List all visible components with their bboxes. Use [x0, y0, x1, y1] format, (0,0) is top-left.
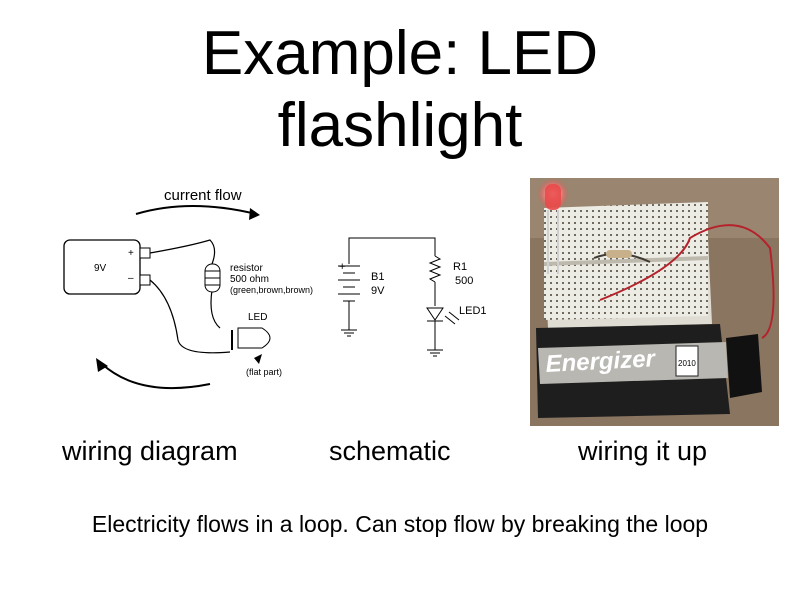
current-flow-arrow-top: [135, 205, 257, 215]
breadboard-channel: [543, 256, 709, 266]
ground-symbol: [341, 329, 357, 337]
arrow-head-top: [249, 208, 260, 220]
led-flat-label: (flat part): [246, 367, 282, 377]
wiring-diagram-caption: wiring diagram: [62, 436, 238, 466]
schematic-battery-name: B1: [371, 271, 384, 283]
resistor-symbol: [428, 255, 442, 283]
schematic-led-name: LED1: [459, 305, 487, 317]
battery-minus-sign: –: [128, 273, 134, 284]
wire-plus-to-resistor: [149, 239, 216, 265]
wire-minus-to-led: [149, 279, 231, 354]
slide-footer-text: Electricity flows in a loop. Can stop fl…: [91, 511, 709, 537]
battery-plus-terminal: [139, 247, 151, 259]
battery-brand: Energizer: [545, 345, 657, 378]
title-line-2: flashlight: [277, 91, 523, 160]
battery-voltage-label: 9V: [94, 263, 107, 274]
led-symbol: [426, 307, 460, 325]
wiring-diagram: current flow 9V + – resistor 500 ohm (gr…: [40, 178, 330, 400]
resistor-colors: (green,brown,brown): [230, 285, 313, 295]
led-label: LED: [248, 312, 267, 323]
slide-title: Example: LED flashlight: [0, 18, 800, 162]
battery-minus-terminal: [139, 274, 151, 286]
breadboard-photo-svg: Energizer 2010: [530, 178, 779, 426]
schematic-svg: + B1 9V R1 500 LED1: [338, 237, 487, 357]
battery-date-sticker: [675, 345, 699, 377]
schematic: + B1 9V R1 500 LED1: [325, 222, 505, 372]
schematic-resistor-value: 500: [455, 275, 473, 287]
breadboard-photo: Energizer 2010: [530, 178, 779, 426]
current-flow-arrow-bottom: [101, 363, 211, 390]
schematic-resistor-name: R1: [453, 261, 467, 273]
schematic-battery-plus: +: [339, 261, 345, 273]
resistor-photo: [606, 250, 632, 258]
battery-body: [63, 239, 141, 295]
led-photo: [545, 184, 561, 210]
led-body: [237, 327, 271, 349]
resistor-label: resistor: [230, 263, 263, 274]
wiring-diagram-svg: current flow 9V + – resistor 500 ohm (gr…: [63, 187, 313, 390]
schematic-top-wire: [348, 237, 436, 264]
red-wire: [599, 224, 775, 339]
led-flat-pointer: [254, 354, 262, 364]
battery-plus-sign: +: [128, 248, 134, 259]
title-line-1: Example: LED: [201, 19, 599, 88]
photo-caption: wiring it up: [578, 436, 708, 466]
wire-resistor-to-led: [210, 289, 221, 329]
battery-year: 2010: [678, 359, 696, 368]
resistor-value: 500 ohm: [230, 274, 269, 285]
battery-clip: [726, 334, 762, 398]
current-flow-label: current flow: [164, 187, 242, 204]
schematic-battery-value: 9V: [371, 285, 385, 297]
schematic-caption: schematic: [329, 436, 451, 466]
battery-symbol: [338, 265, 360, 302]
ground-symbol: [427, 349, 443, 357]
arrow-head-bottom: [96, 358, 108, 372]
